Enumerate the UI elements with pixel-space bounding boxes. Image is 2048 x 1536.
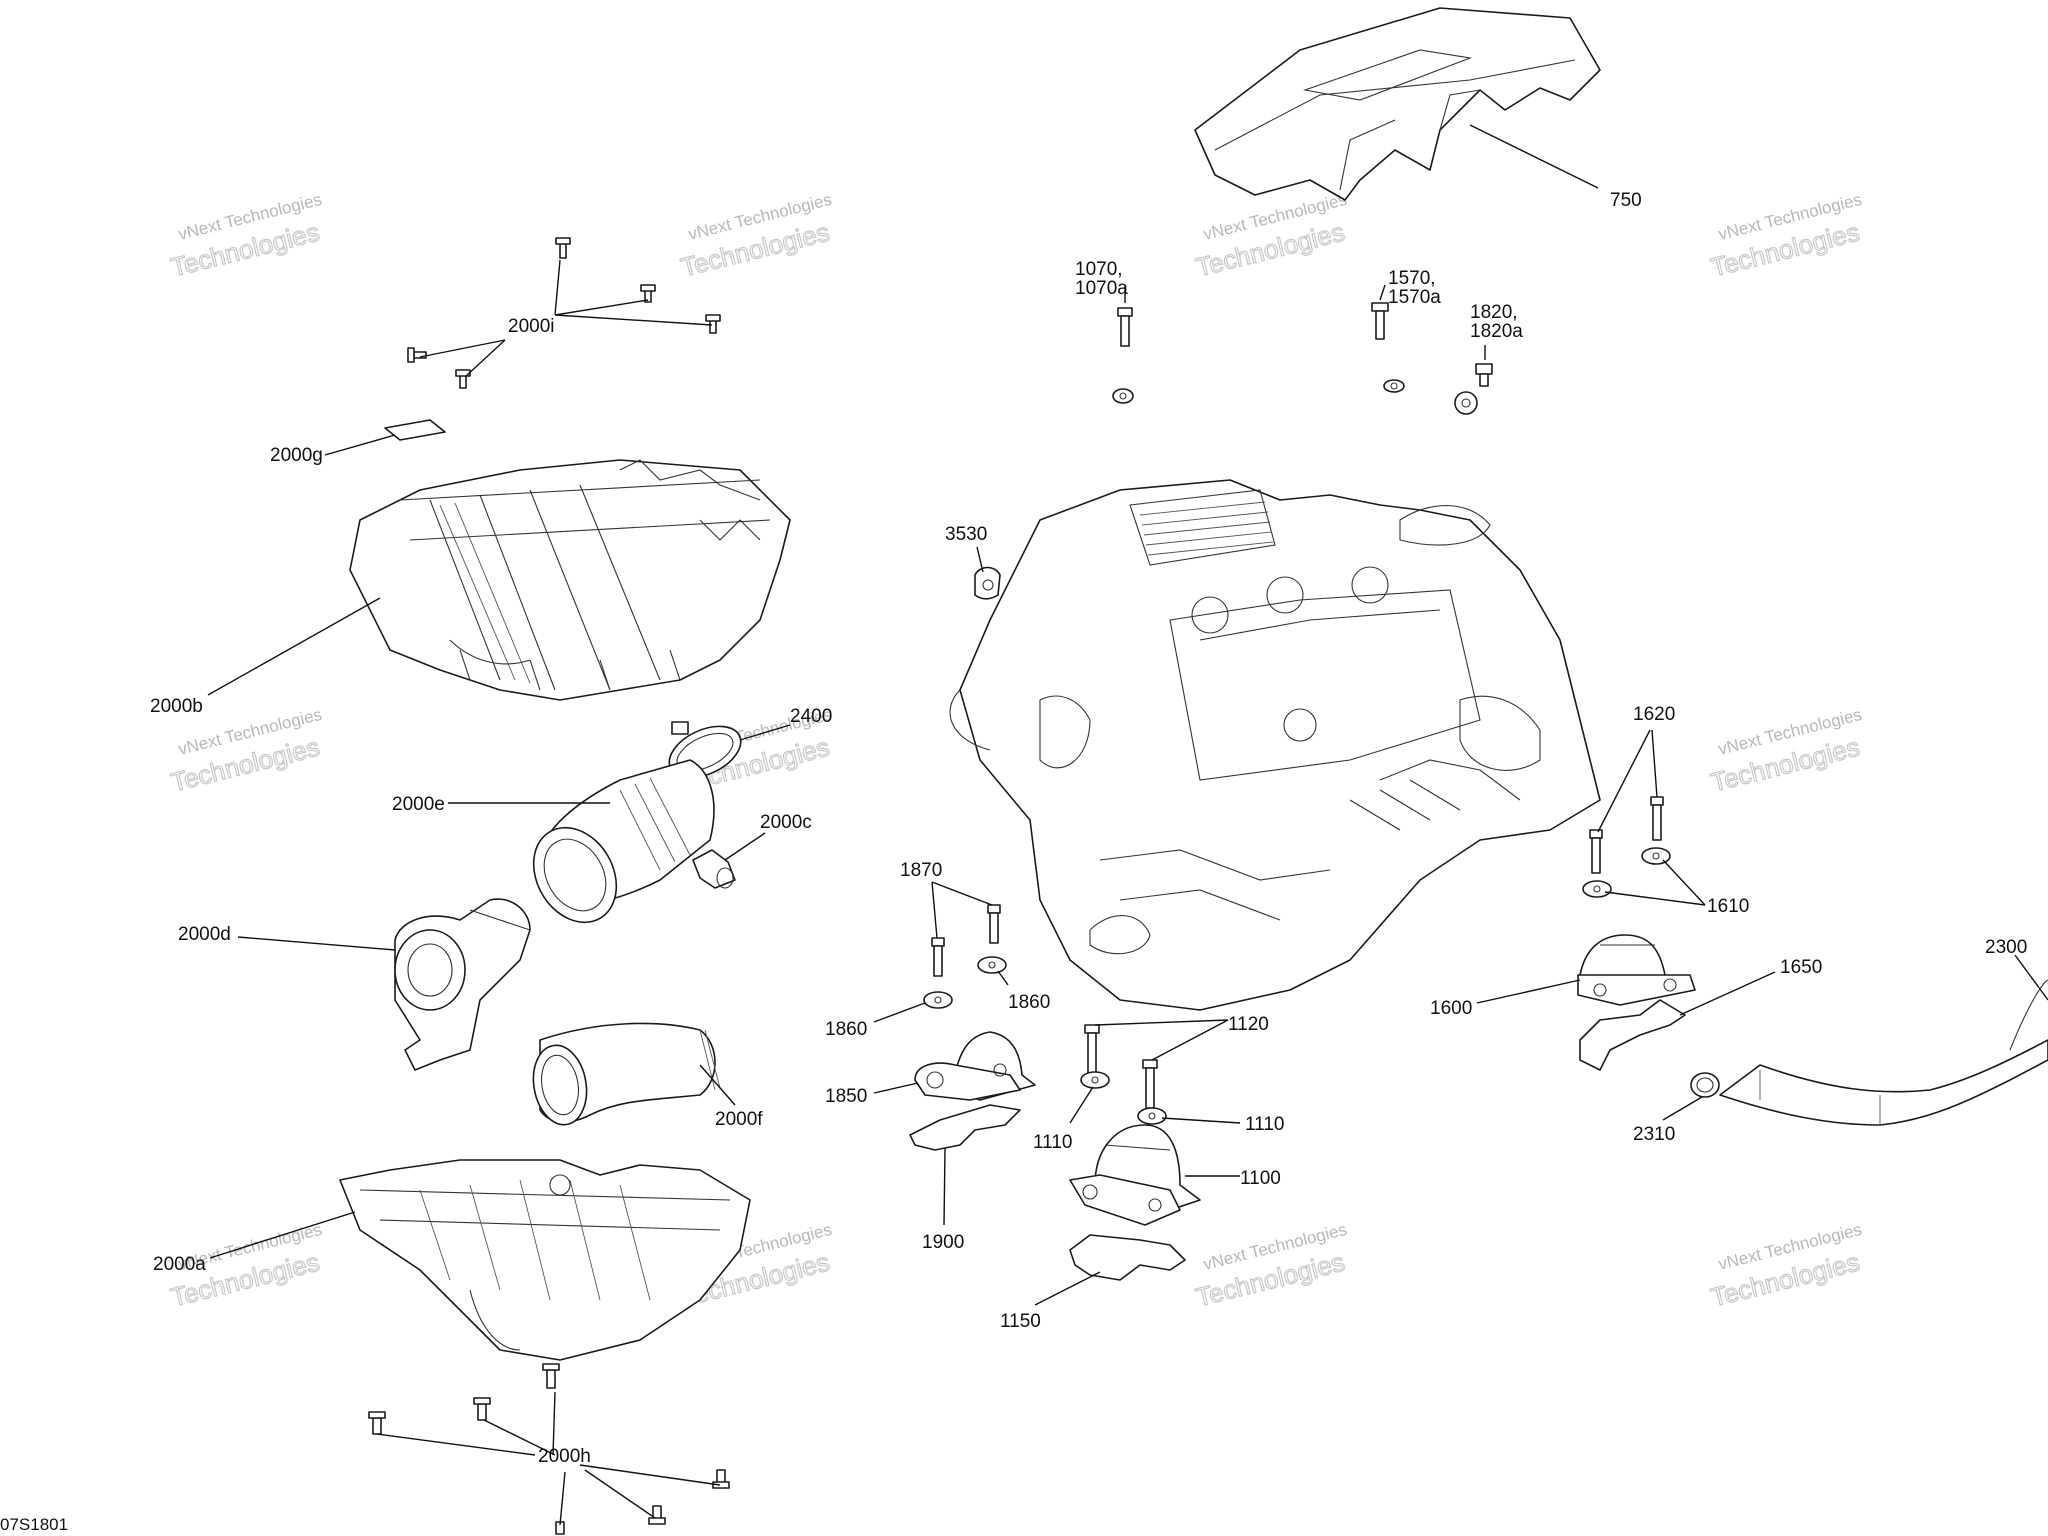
callout-1570a[interactable]: 1570a — [1388, 287, 1441, 308]
callout-1820a[interactable]: 1820a — [1470, 321, 1523, 342]
watermark: vNext Technologies Technologies — [1707, 705, 1863, 798]
watermark: vNext Technologies Technologies — [167, 705, 323, 798]
leader-lines — [207, 124, 2048, 1526]
watermark: vNext Technologies Technologies — [677, 190, 833, 283]
grommet-3530[interactable] — [974, 566, 1001, 600]
callout-2000a[interactable]: 2000a — [153, 1254, 206, 1275]
engine-mount-1850[interactable] — [914, 1031, 1036, 1101]
washers-1110[interactable] — [1080, 1071, 1167, 1125]
callout-2000c[interactable]: 2000c — [760, 812, 812, 833]
bolts-1120[interactable] — [1084, 1024, 1158, 1109]
watermark: vNext Technologies Technologies — [1707, 190, 1863, 283]
callout-2000h[interactable]: 2000h — [538, 1446, 591, 1467]
figure-code: 07S1801 — [0, 1515, 68, 1534]
washers-1860[interactable] — [923, 956, 1007, 1009]
callout-2000f[interactable]: 2000f — [715, 1109, 763, 1130]
callout-3530[interactable]: 3530 — [945, 524, 987, 545]
engine-mount-1600[interactable] — [1577, 934, 1696, 1006]
watermark: vNext Technologies Technologies — [1192, 1220, 1348, 1313]
callout-1870[interactable]: 1870 — [900, 860, 942, 881]
watermark: vNext Technologies Technologies — [167, 190, 323, 283]
callout-1150[interactable]: 1150 — [1000, 1311, 1041, 1332]
gasket-2000g[interactable] — [384, 419, 446, 441]
hose-2000f[interactable] — [527, 1022, 721, 1128]
callout-1820[interactable]: 1820, — [1470, 302, 1518, 323]
callout-1860-right[interactable]: 1860 — [1008, 992, 1050, 1013]
callout-1600[interactable]: 1600 — [1430, 998, 1472, 1019]
callout-2000g[interactable]: 2000g — [270, 445, 323, 466]
bolts-1870[interactable] — [931, 904, 1001, 977]
washers-1610[interactable] — [1582, 847, 1671, 898]
callout-1620[interactable]: 1620 — [1633, 704, 1675, 725]
callout-2000b[interactable]: 2000b — [150, 696, 203, 717]
callout-1850[interactable]: 1850 — [825, 1086, 867, 1107]
callout-1570[interactable]: 1570, — [1388, 268, 1436, 289]
callout-2000d[interactable]: 2000d — [178, 924, 231, 945]
duct-2000d[interactable] — [394, 898, 531, 1071]
shim-1150[interactable] — [1069, 1234, 1186, 1281]
callout-1110-left[interactable]: 1110 — [1033, 1132, 1072, 1153]
callout-labels: 750 1070, 1070a 1570, 1570a 1820, 1820a … — [150, 190, 2027, 1467]
watermark: vNext Technologies Technologies — [1707, 1220, 1863, 1313]
air-duct-2000e[interactable] — [517, 759, 715, 937]
callout-2000e[interactable]: 2000e — [392, 794, 445, 815]
callout-750[interactable]: 750 — [1610, 190, 1642, 211]
bolt-1070[interactable] — [1112, 307, 1134, 404]
engine-assembly[interactable] — [949, 479, 1601, 1011]
callout-1110-right[interactable]: 1110 — [1245, 1114, 1284, 1135]
callout-1100[interactable]: 1100 — [1240, 1168, 1281, 1189]
hose-2300[interactable] — [1719, 979, 2048, 1126]
plenum-2000a[interactable] — [339, 1159, 751, 1361]
callout-2300[interactable]: 2300 — [1985, 937, 2027, 958]
bolts-2000h[interactable] — [368, 1363, 730, 1535]
callout-1860-left[interactable]: 1860 — [825, 1019, 867, 1040]
callout-1120[interactable]: 1120 — [1228, 1014, 1269, 1035]
callout-1610[interactable]: 1610 — [1707, 896, 1749, 917]
callout-1070[interactable]: 1070, — [1075, 259, 1123, 280]
shim-1900[interactable] — [909, 1104, 1021, 1151]
callout-1070a[interactable]: 1070a — [1075, 278, 1128, 299]
watermark: vNext Technologies Technologies — [1192, 190, 1348, 283]
callout-1650[interactable]: 1650 — [1780, 957, 1822, 978]
clamp-2310[interactable] — [1690, 1072, 1720, 1098]
callout-2310[interactable]: 2310 — [1633, 1124, 1675, 1145]
shim-1650[interactable] — [1579, 999, 1686, 1071]
engine-mount-1100[interactable] — [1069, 1124, 1201, 1226]
bolt-1570[interactable] — [1371, 302, 1405, 393]
callout-1900[interactable]: 1900 — [922, 1232, 964, 1253]
elbow-2000c[interactable] — [692, 849, 736, 889]
engine-cover-750[interactable] — [1194, 7, 1601, 201]
callout-2400[interactable]: 2400 — [790, 706, 832, 727]
callout-2000i[interactable]: 2000i — [508, 316, 555, 337]
intake-manifold-2000b[interactable] — [349, 459, 791, 701]
bolt-1820[interactable] — [1454, 363, 1493, 415]
